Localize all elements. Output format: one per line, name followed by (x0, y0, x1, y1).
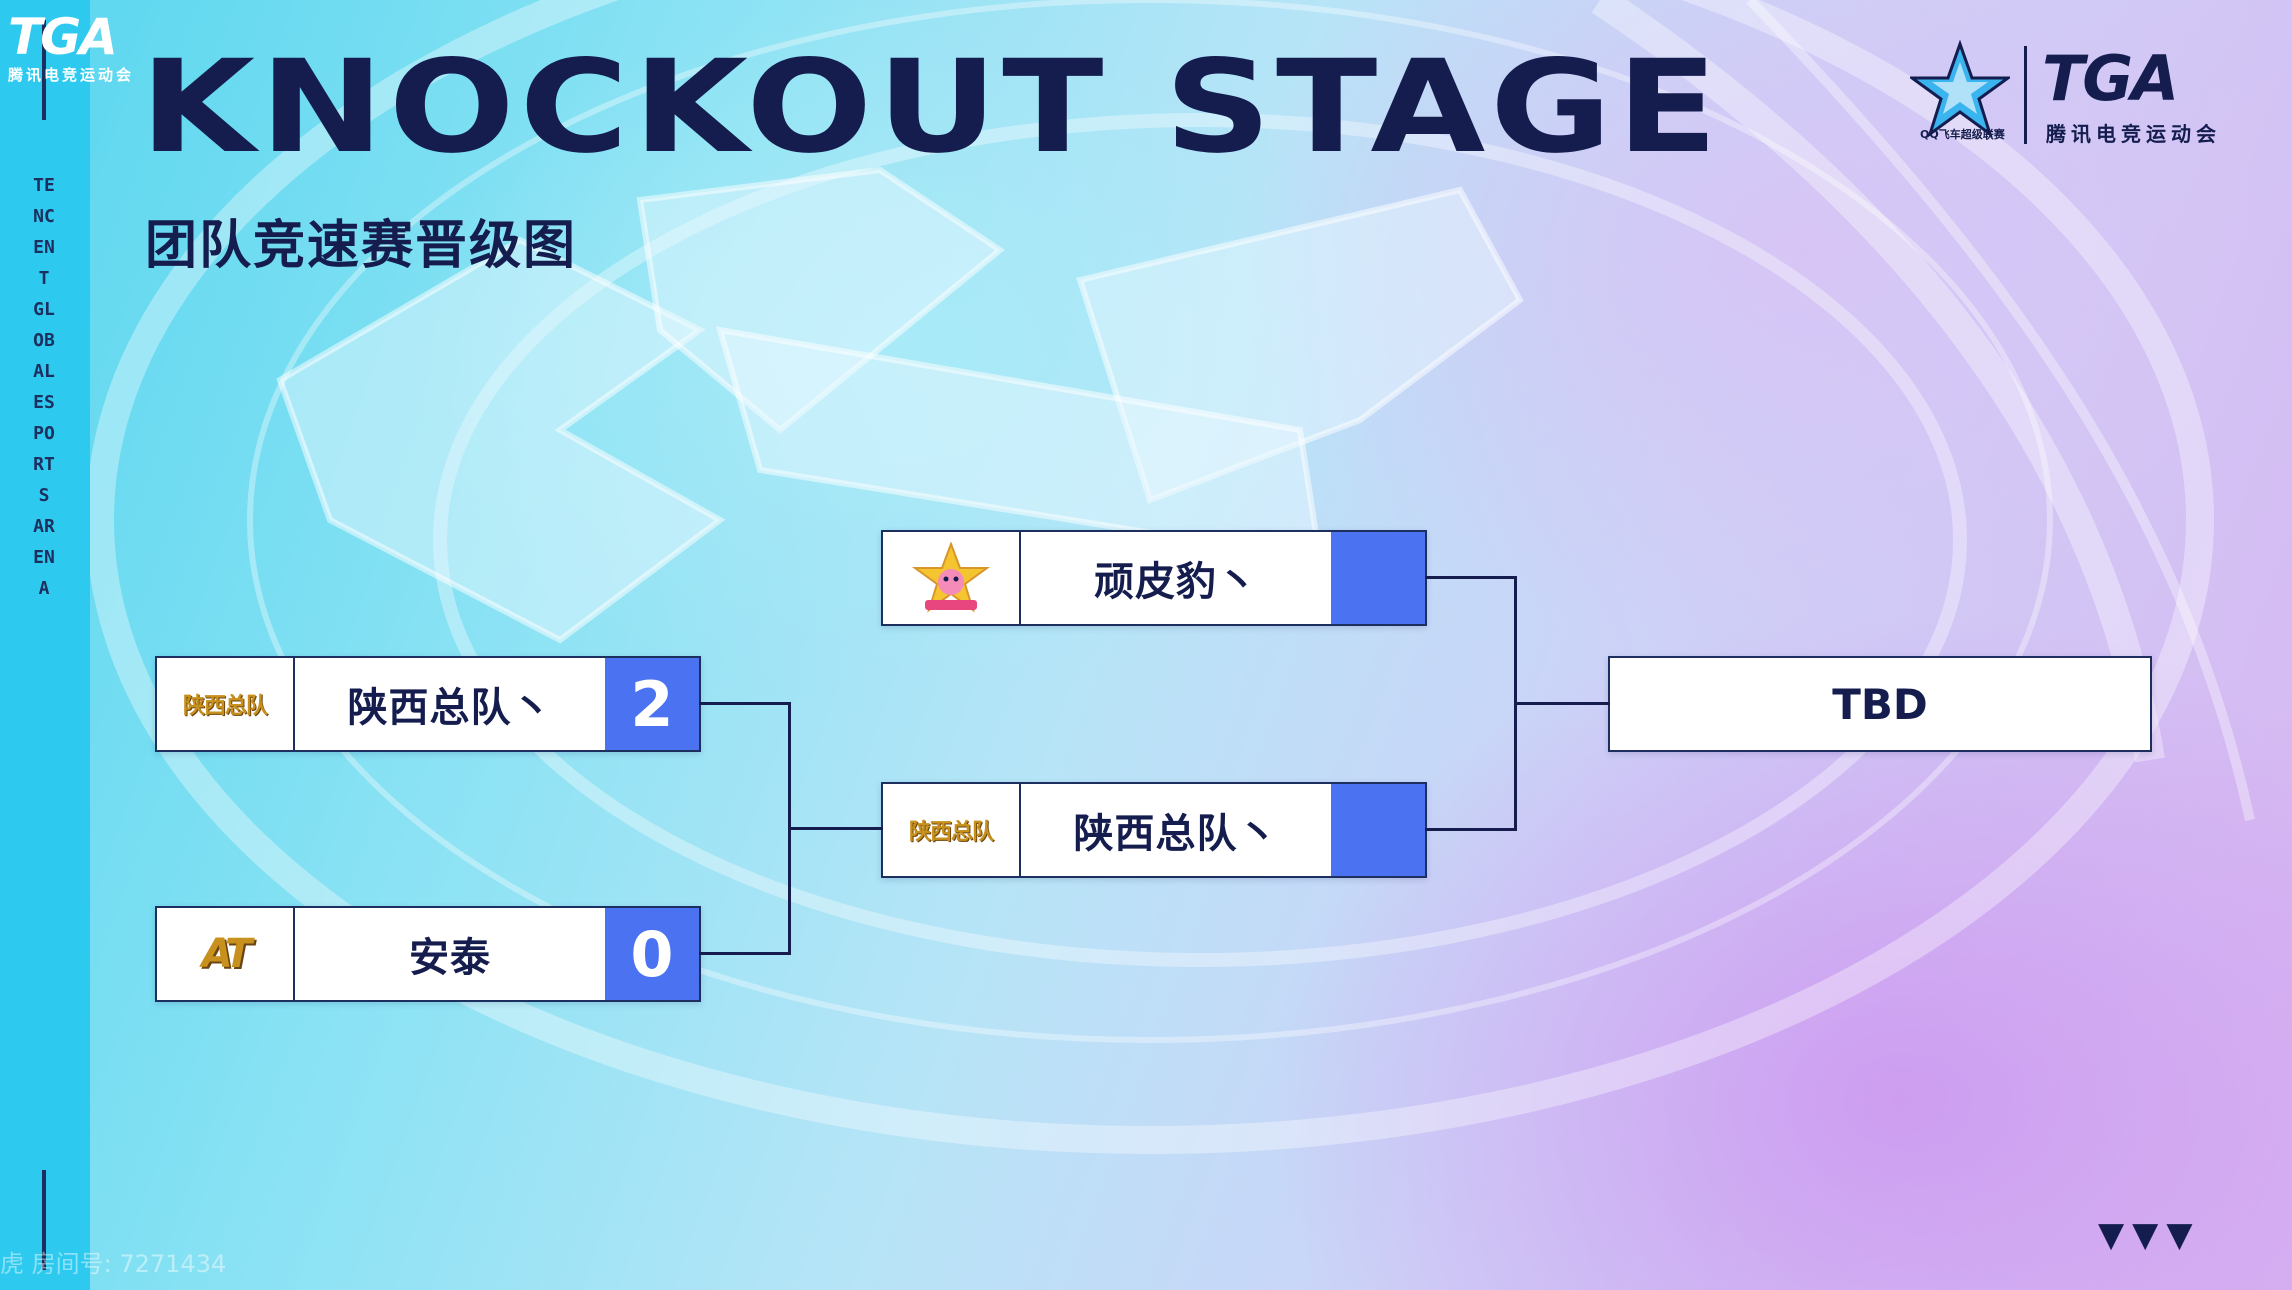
bracket-connector (1425, 828, 1516, 831)
team-logo (883, 532, 1021, 624)
tga-logo-mark: TGA (8, 8, 118, 66)
chevron-down-icon: ▼ (2132, 1215, 2159, 1255)
bracket-connector (699, 952, 790, 955)
side-line-top (42, 20, 46, 120)
shaanxi-logo-text: 陕西总队 (182, 694, 268, 719)
chevron-down-icon: ▼ (2098, 1215, 2125, 1255)
team-score (1331, 532, 1425, 624)
side-strip (0, 0, 90, 1290)
bracket-connector (788, 827, 883, 830)
room-watermark: 虎 房间号: 7271434 (0, 1250, 227, 1278)
shaanxi-logo-text: 陕西总队 (908, 820, 994, 845)
chevrons-decoration: ▼ ▼ ▼ (2098, 1218, 2192, 1252)
match-r2-team2[interactable]: 陕西总队 陕西总队丶 (881, 782, 1427, 878)
team-logo: 陕西总队 (883, 784, 1021, 876)
bracket-connector (1514, 702, 1610, 705)
match-r1-team1[interactable]: 陕西总队 陕西总队丶 2 (155, 656, 701, 752)
match-r2-team1[interactable]: 顽皮豹丶 (881, 530, 1427, 626)
brand-logos: QQ飞车超级联赛 TGA 腾讯电竞运动会 (1910, 40, 2250, 150)
team-name: 顽皮豹丶 (1094, 559, 1258, 605)
chevron-down-icon: ▼ (2166, 1215, 2193, 1255)
page-subtitle: 团队竞速赛晋级图 (145, 216, 578, 276)
star-logo-caption: QQ飞车超级联赛 (1920, 128, 2005, 141)
bracket-connector (699, 702, 790, 705)
final-slot[interactable]: TBD (1608, 656, 2152, 752)
team-score: 0 (605, 908, 699, 1000)
tga-brand-sub: 腾讯电竞运动会 (2046, 122, 2221, 146)
side-line-bottom (42, 1170, 46, 1270)
pink-panther-icon (911, 542, 991, 613)
tga-brand-logo: TGA (2042, 42, 2179, 115)
top-left-logo: TGA 腾讯电竞运动会 (8, 10, 178, 90)
bracket-connector (1425, 576, 1516, 579)
page-title: KNOCKOUT STAGE (140, 33, 1723, 182)
side-vertical-text: TENCENT GLOBAL ESPORTS ARENA (33, 175, 55, 599)
team-logo: AT (157, 908, 295, 1000)
match-r1-team2[interactable]: AT 安泰 0 (155, 906, 701, 1002)
star-logo-icon (1910, 40, 2010, 138)
tga-logo-sub: 腾讯电竞运动会 (8, 66, 135, 84)
team-score: 2 (605, 658, 699, 750)
antai-logo-text: AT (201, 931, 252, 977)
brand-divider (2024, 46, 2027, 144)
team-name: 陕西总队丶 (347, 685, 553, 731)
team-score (1331, 784, 1425, 876)
team-name: 安泰 (409, 935, 491, 981)
team-logo: 陕西总队 (157, 658, 295, 750)
team-name: 陕西总队丶 (1073, 811, 1279, 857)
